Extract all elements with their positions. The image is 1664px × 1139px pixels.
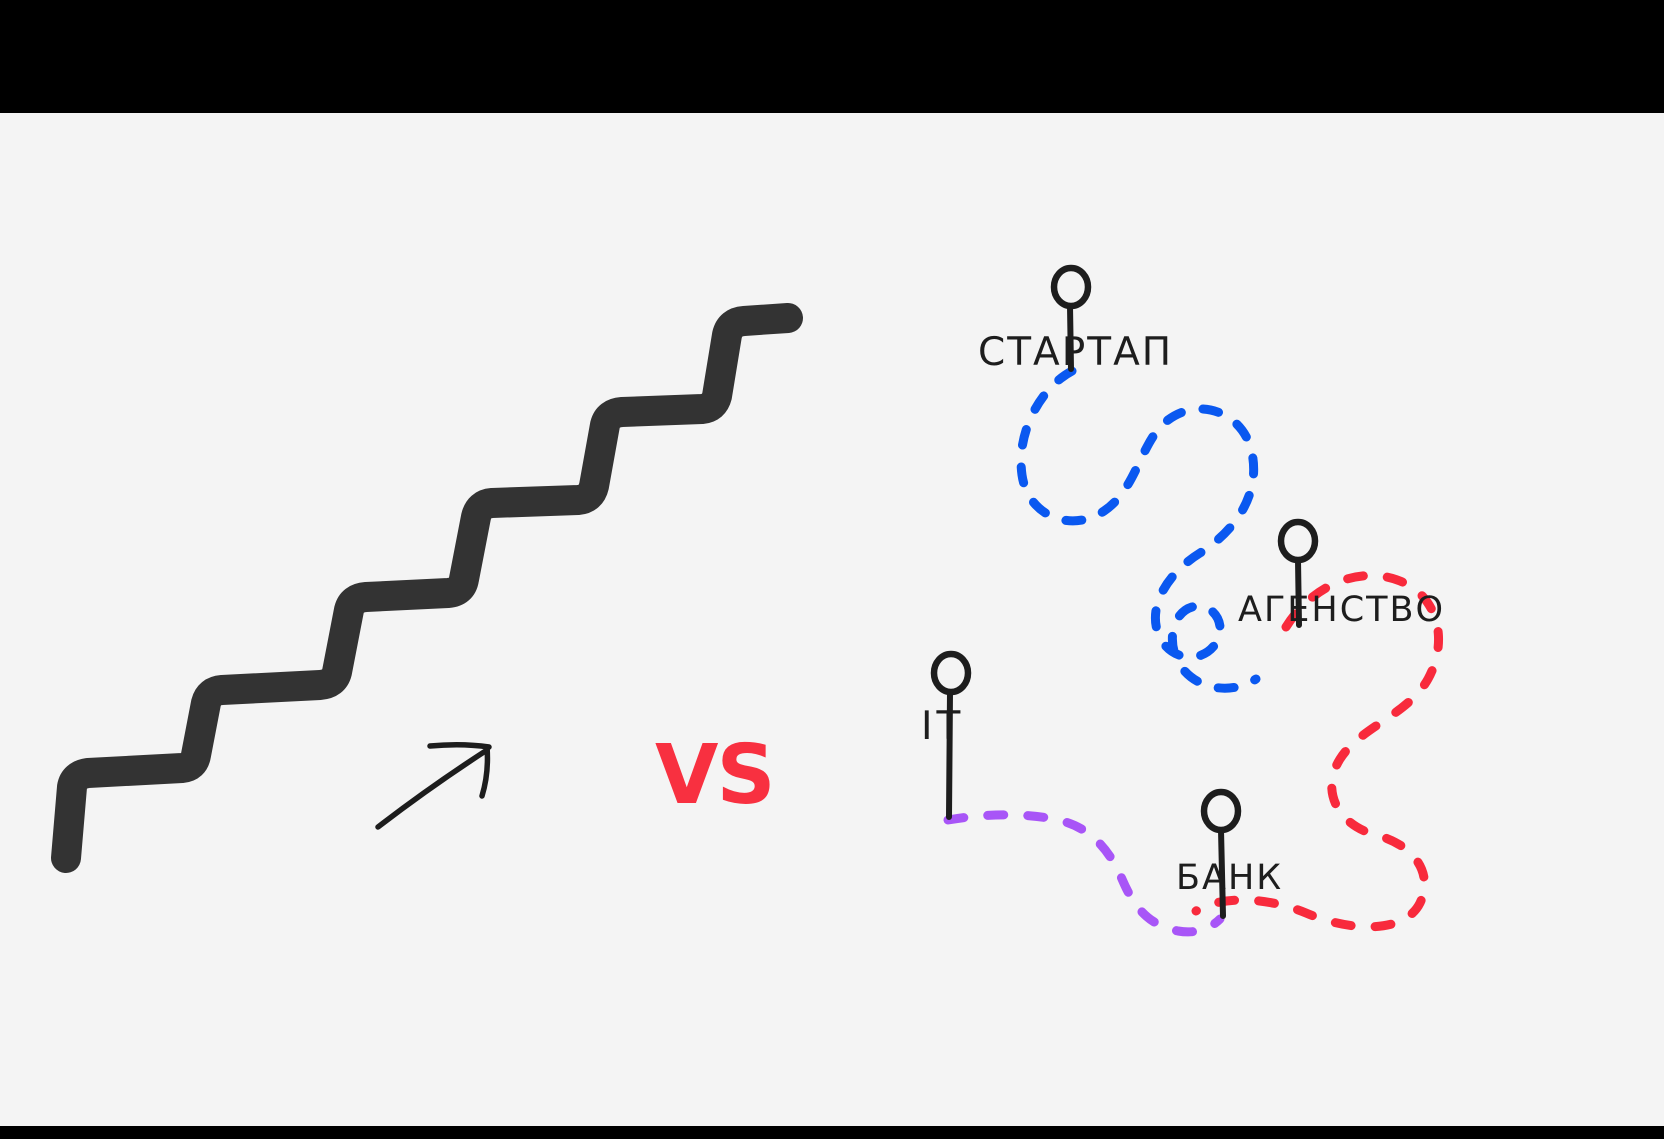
pin-agency-icon <box>1277 518 1319 628</box>
left-illustration-layer <box>51 303 803 873</box>
pin-label-it: IT <box>921 704 965 749</box>
agency-dashed-path <box>1191 571 1444 932</box>
whiteboard-canvas: VS СТАРТАП АГЕНСТВО IT БАНК <box>0 113 1664 1126</box>
pin-label-startup: СТАРТАП <box>978 330 1174 375</box>
letterbox-top-bar <box>0 0 1664 113</box>
vs-label: VS <box>655 728 776 823</box>
growth-arrow-icon <box>375 741 492 830</box>
pin-bank-icon <box>1200 788 1242 919</box>
pin-startup-icon <box>1050 264 1092 372</box>
it-dashed-path <box>943 810 1225 937</box>
pin-it-icon <box>930 650 972 820</box>
letterbox-bottom-bar <box>0 1126 1664 1139</box>
pin-label-bank: БАНК <box>1176 858 1284 898</box>
startup-dashed-path <box>1016 366 1261 693</box>
pin-label-agency: АГЕНСТВО <box>1238 590 1446 630</box>
staircase-path <box>51 303 803 873</box>
right-illustration-layer <box>930 264 1444 937</box>
